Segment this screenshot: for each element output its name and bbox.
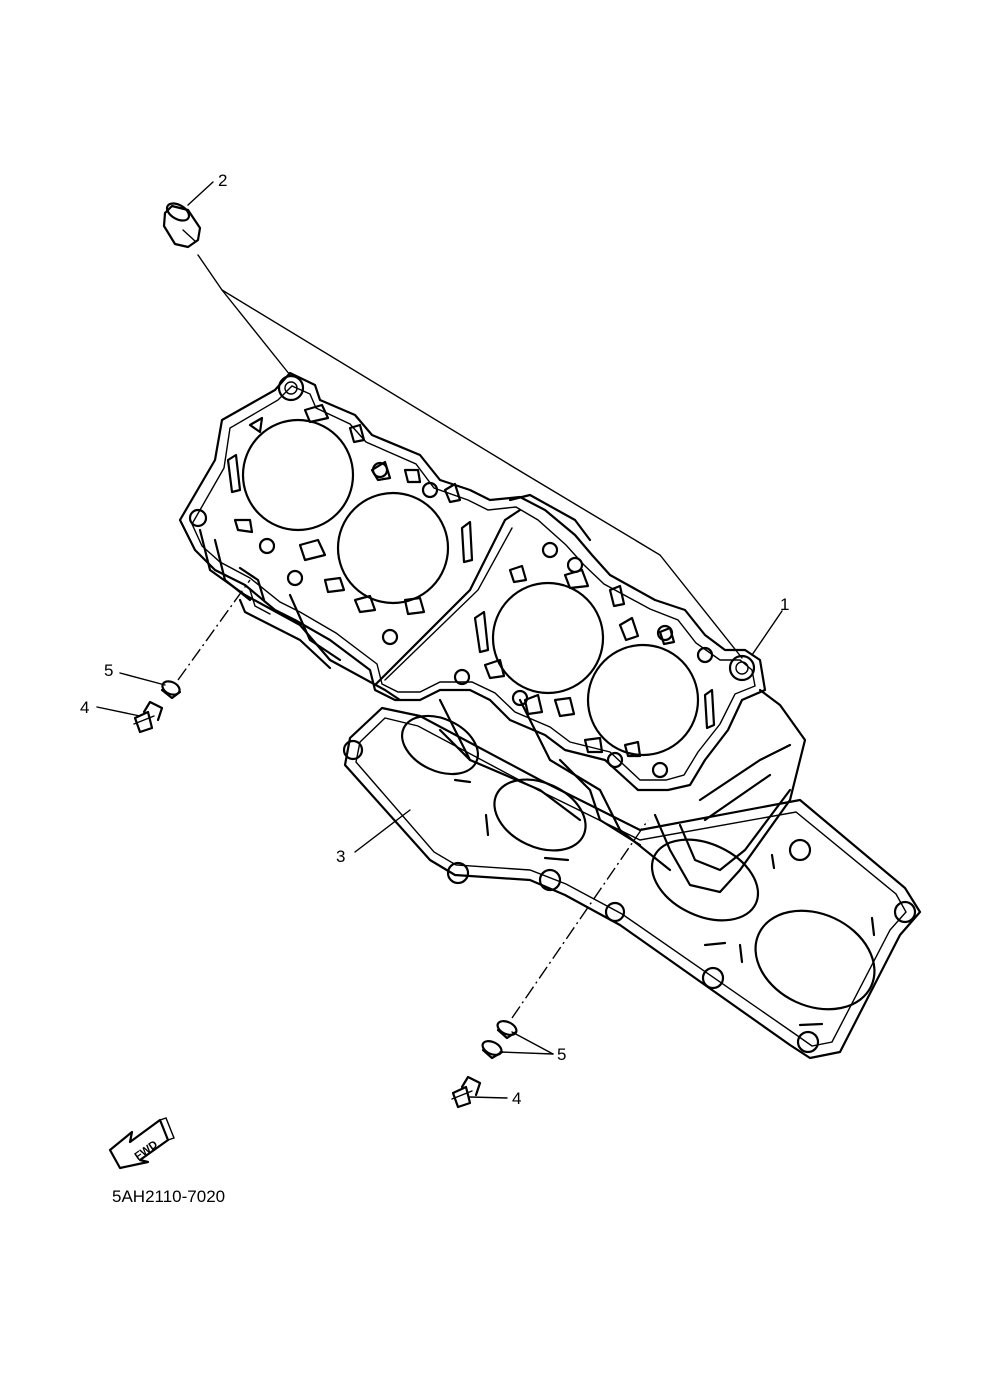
washer-part-5-right-lower [481,1040,504,1060]
fwd-label: FWD [133,1139,160,1163]
base-gasket-part-3 [342,706,922,1060]
dowel-leader-to-right-hole [221,289,743,659]
bolt-part-4-left [133,700,164,734]
centerline-left-bolt [177,579,251,681]
drawing-code: 5AH2110-7020 [112,1187,225,1206]
leader-5b-upper [511,1031,554,1055]
callout-2: 2 [218,171,227,190]
callout-5-left: 5 [104,661,113,680]
dowel-pin-part-2 [162,202,202,249]
callout-4-left: 4 [80,698,89,717]
dowel-leader-to-left-hole [197,254,291,376]
cylinder-block-part-1 [178,371,807,894]
leader-4a [96,706,141,717]
callout-5-right: 5 [557,1045,566,1064]
callout-1: 1 [780,595,789,614]
leader-5b-lower [499,1051,554,1055]
leader-1 [751,610,783,656]
callout-4-right: 4 [512,1089,521,1108]
leader-2 [187,181,214,206]
callout-3: 3 [336,847,345,866]
bolt-part-4-right [451,1075,482,1109]
forward-arrow-icon: FWD [108,1117,175,1170]
washer-part-5-left [160,680,182,700]
leader-5a [119,672,166,686]
leader-4b [469,1096,508,1099]
centerline-right-bolt [511,819,649,1019]
leader-3 [354,809,411,853]
washer-part-5-right-upper [496,1020,518,1040]
